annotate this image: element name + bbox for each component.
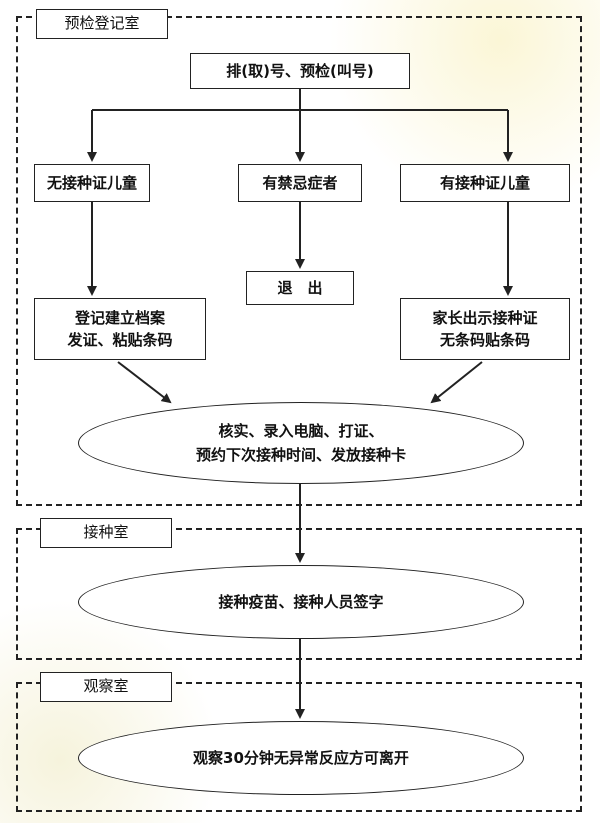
node-vaccinate-text: 接种疫苗、接种人员签字 (218, 593, 384, 611)
node-register: 登记建立档案 发证、粘贴条码 (34, 298, 206, 360)
node-observe: 观察30分钟无异常反应方可离开 (78, 721, 524, 795)
node-queue: 排(取)号、预检(叫号) (190, 53, 410, 89)
node-no-cert: 无接种证儿童 (34, 164, 150, 202)
node-exit-text: 退 出 (277, 279, 323, 297)
node-exit: 退 出 (246, 271, 354, 305)
node-verify: 核实、录入电脑、打证、 预约下次接种时间、发放接种卡 (78, 402, 524, 484)
node-no-cert-text: 无接种证儿童 (46, 174, 137, 192)
node-show-cert-line1: 家长出示接种证 (432, 309, 538, 327)
room-precheck-label: 预检登记室 (36, 9, 168, 39)
node-verify-line1: 核实、录入电脑、打证、 (218, 422, 384, 440)
arrow-show-cert-to-verify (430, 361, 483, 404)
node-contraindication: 有禁忌症者 (238, 164, 362, 202)
node-observe-text: 观察30分钟无异常反应方可离开 (193, 749, 409, 767)
node-has-cert-text: 有接种证儿童 (439, 174, 530, 192)
node-vaccinate: 接种疫苗、接种人员签字 (78, 565, 524, 639)
room-observation-label: 观察室 (40, 672, 172, 702)
node-has-cert: 有接种证儿童 (400, 164, 570, 202)
node-show-cert-line2: 无条码贴条码 (439, 331, 530, 349)
node-queue-text: 排(取)号、预检(叫号) (226, 62, 374, 80)
node-verify-line2: 预约下次接种时间、发放接种卡 (195, 446, 406, 464)
node-register-line1: 登记建立档案 (74, 309, 165, 327)
room-vaccination-label: 接种室 (40, 518, 172, 548)
node-contraindication-text: 有禁忌症者 (262, 174, 338, 192)
node-register-line2: 发证、粘贴条码 (67, 331, 173, 349)
node-show-cert: 家长出示接种证 无条码贴条码 (400, 298, 570, 360)
arrow-register-to-verify (117, 361, 172, 404)
